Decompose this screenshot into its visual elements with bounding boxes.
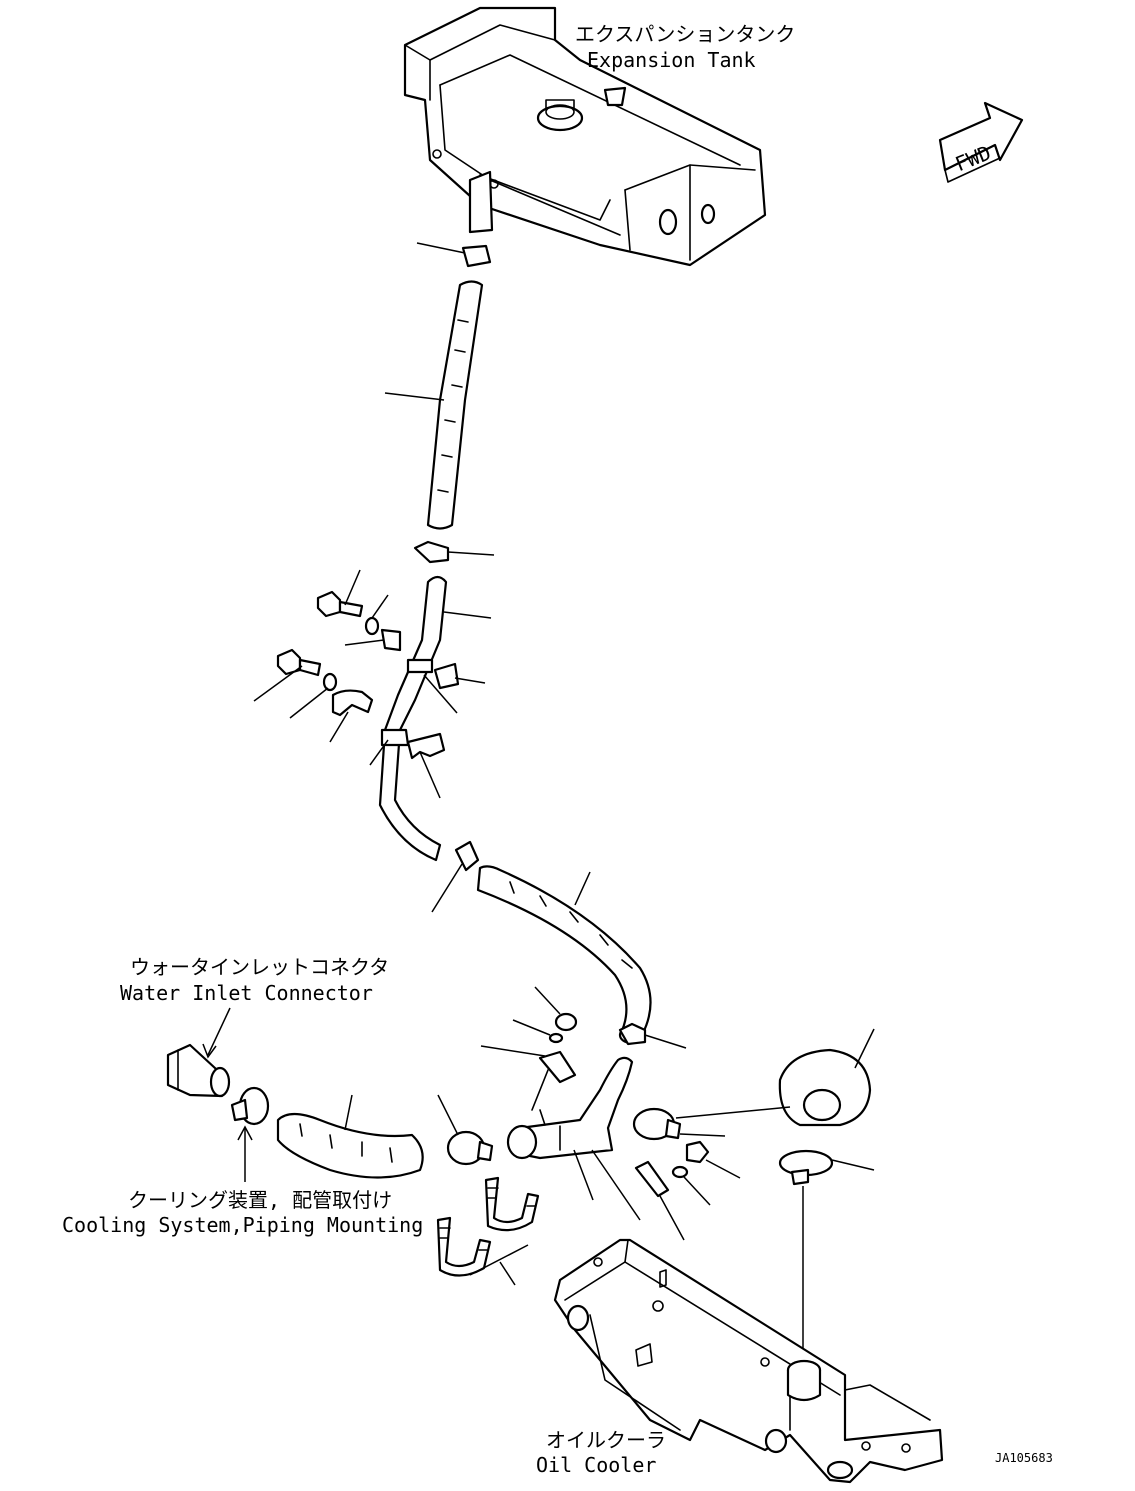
clamp-band-1 (406, 658, 434, 674)
hose-clamp-center (437, 1094, 494, 1166)
water-inlet-label-en: Water Inlet Connector (120, 981, 373, 1005)
bolt-lower (253, 648, 322, 702)
cooling-system-label-jp: クーリング装置, 配管取付け (128, 1188, 392, 1212)
cooling-system-arrow (237, 1125, 253, 1182)
bracket-lower-right (406, 732, 446, 799)
clip-right (433, 662, 486, 690)
hose-upper (384, 280, 484, 530)
expansion-tank-label-en: Expansion Tank (587, 48, 756, 72)
washer-upper (364, 594, 389, 636)
u-bolt-left (436, 1216, 492, 1277)
drawing-code: JA105683 (995, 1451, 1053, 1465)
bracket-upper (344, 628, 402, 652)
oil-cooler-label-en: Oil Cooler (536, 1453, 656, 1477)
expansion-tank (403, 6, 767, 267)
clamp-upper (416, 242, 492, 268)
mount-bracket (480, 1045, 577, 1111)
washer-small (512, 1019, 564, 1044)
washer-lower (289, 672, 338, 719)
clamp-y-right (618, 1022, 687, 1049)
water-inlet-connector (166, 1007, 231, 1098)
washer-right (671, 1165, 711, 1206)
hose-clamp-left (230, 1086, 270, 1126)
hose-lower-left (276, 1094, 424, 1179)
nut-upper (534, 986, 578, 1032)
pipe-connector (431, 840, 480, 913)
fwd-arrow-icon: FWD (938, 101, 1024, 183)
y-pipe (506, 1056, 641, 1221)
expansion-tank-label-jp: エクスパンションタンク (575, 22, 795, 46)
nut-right (685, 1140, 741, 1179)
u-bolt-right (469, 1176, 540, 1286)
leader-band (423, 674, 458, 714)
oil-cooler (553, 1238, 944, 1484)
bracket-lower-left (329, 689, 374, 743)
hose-clamp-right (632, 1106, 791, 1141)
bracket-right (634, 1160, 685, 1241)
bent-tube (378, 575, 492, 862)
leader-band-lower (369, 739, 389, 766)
clamp-mid-upper (413, 540, 495, 564)
bolt-upper (316, 569, 364, 618)
oil-cooler-label-jp: オイルクーラ (546, 1428, 666, 1452)
water-inlet-label-jp: ウォータインレットコネクタ (130, 955, 389, 979)
hose-elbow (778, 1028, 875, 1127)
hose-clamp-far-right (778, 1149, 875, 1355)
cooling-system-label-en: Cooling System,Piping Mounting (62, 1213, 423, 1237)
